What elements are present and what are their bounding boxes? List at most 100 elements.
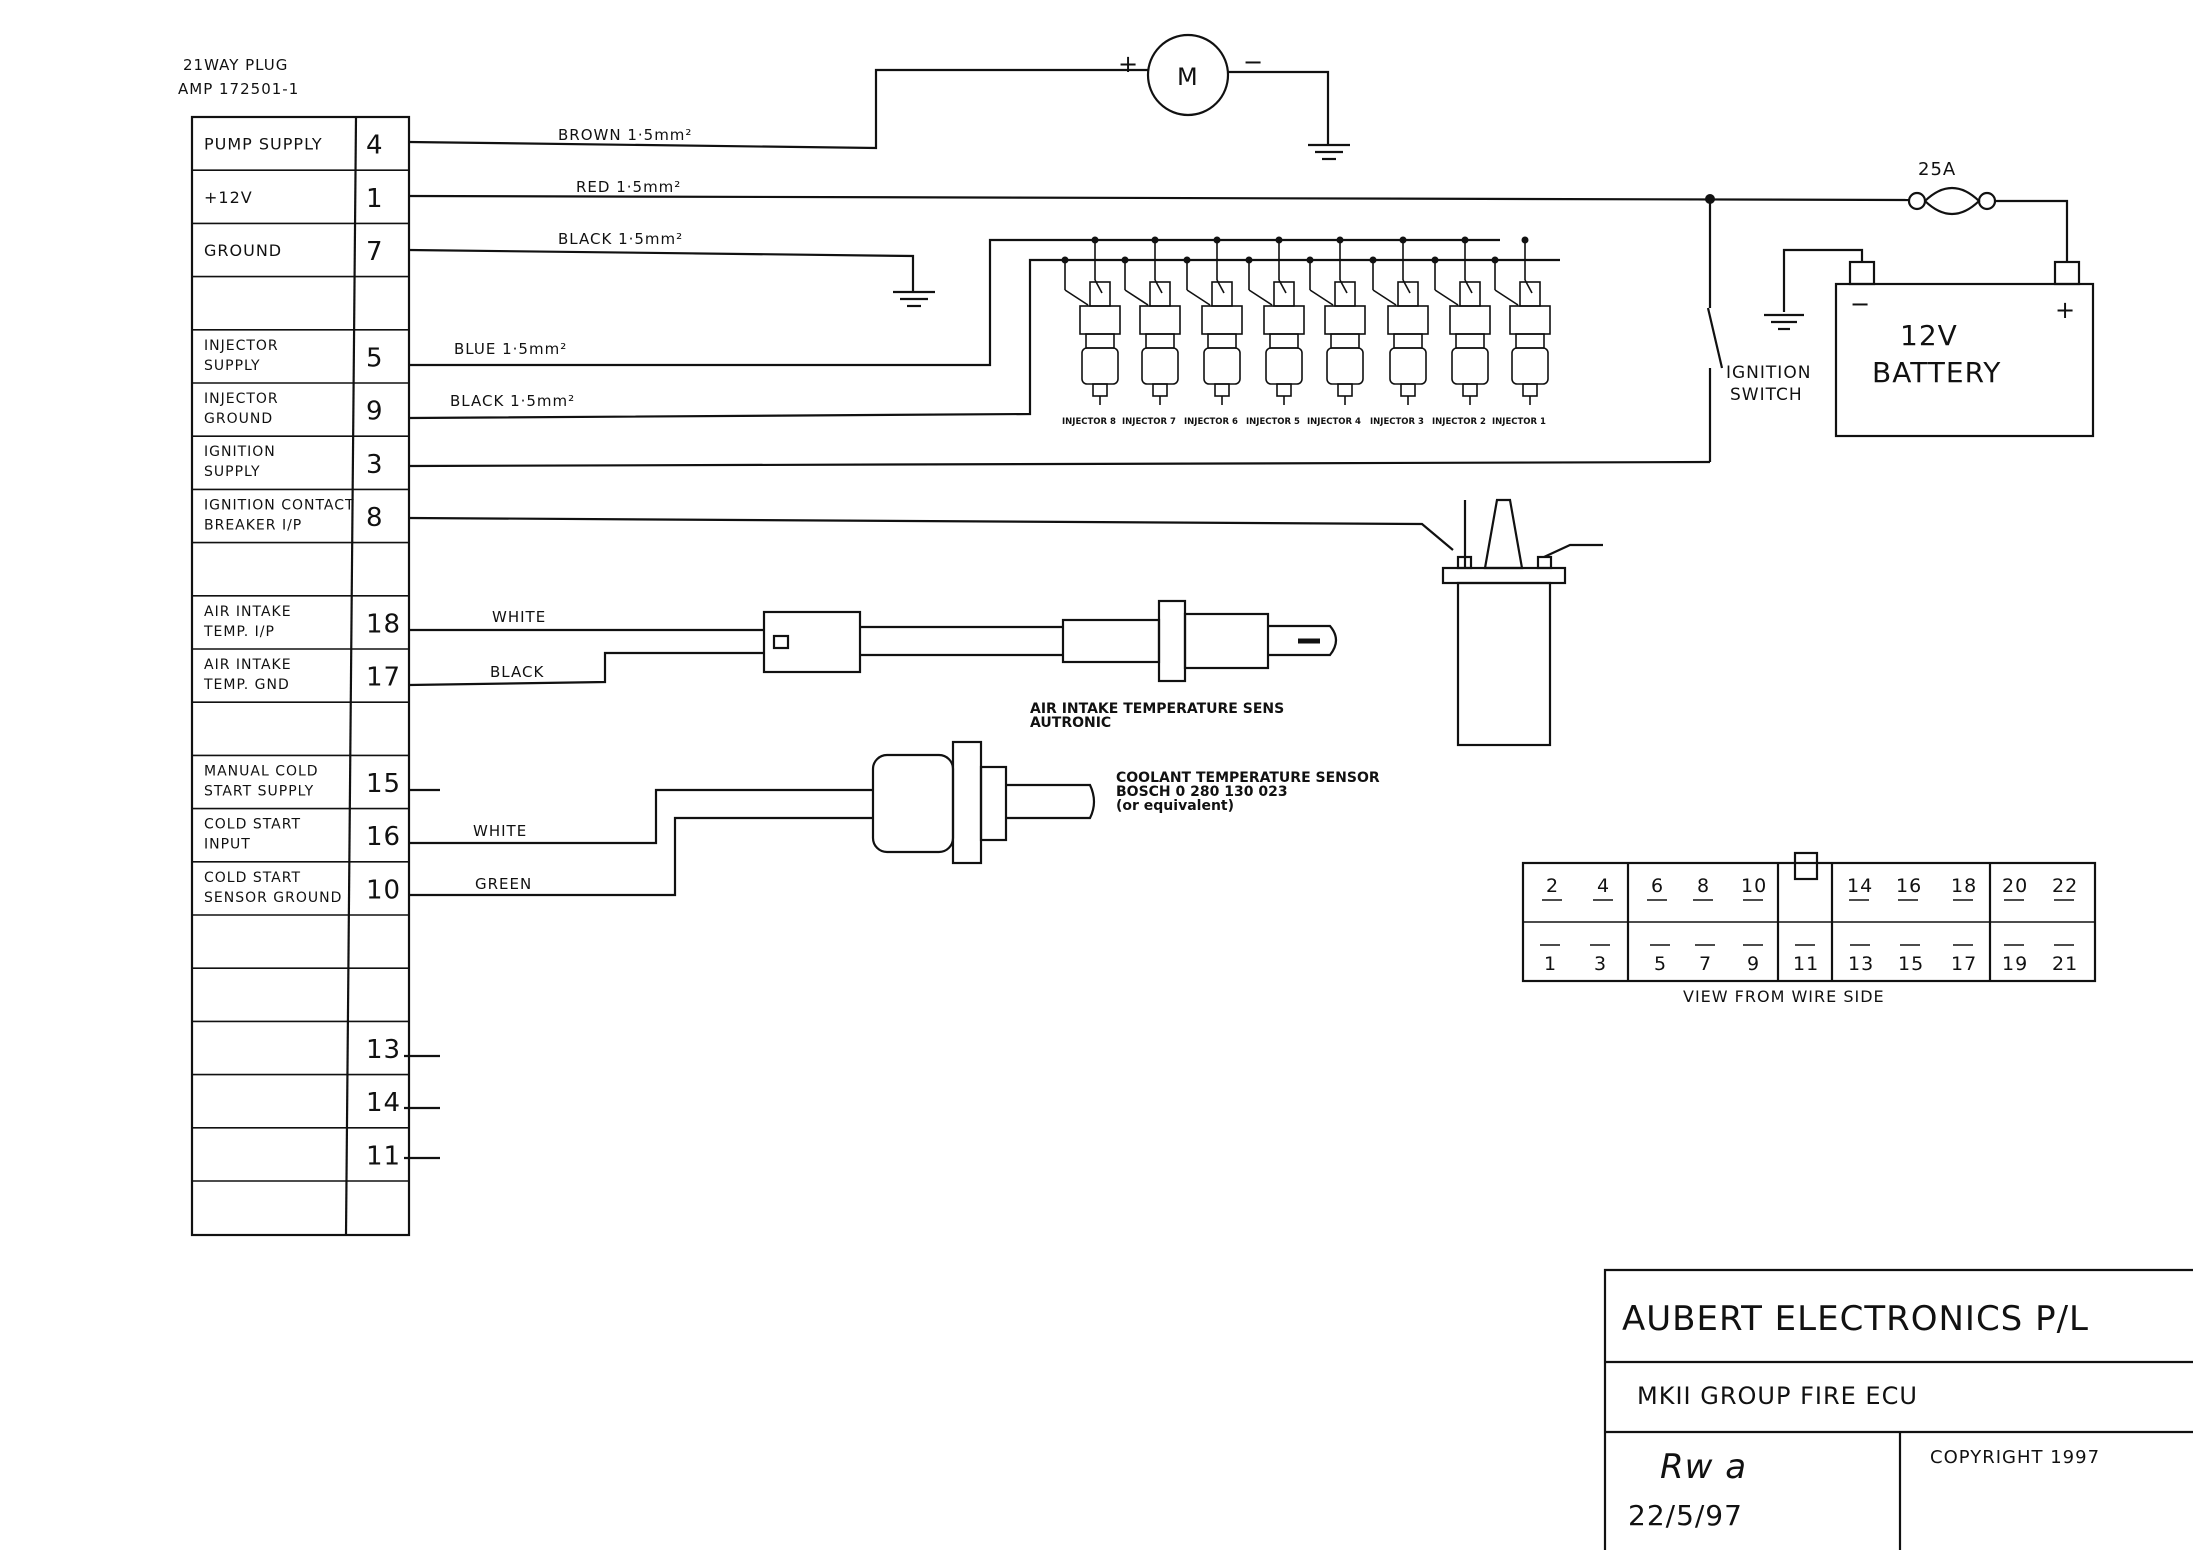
fuel-pump: M + −: [408, 33, 1350, 161]
injector-label: INJECTOR 3: [1370, 417, 1424, 427]
plug-row-label: TEMP. I/P: [203, 624, 275, 640]
wire-label-black-ground: BLACK 1·5mm²: [558, 230, 683, 248]
connector-pin: 8: [1697, 875, 1710, 897]
plug-table: PUMP SUPPLY+12VGROUNDINJECTORSUPPLYINJEC…: [190, 115, 411, 1237]
ground-icon: [1764, 313, 1804, 331]
pump-motor-symbol: M: [1177, 63, 1199, 91]
plug-pin-number: 16: [366, 822, 401, 852]
wire-label-blue: BLUE 1·5mm²: [454, 340, 567, 358]
injector-label: INJECTOR 8: [1062, 417, 1116, 427]
connector-pin: 21: [2052, 953, 2078, 975]
connector-pin: 6: [1651, 875, 1664, 897]
plug-pin-number: 3: [366, 450, 384, 480]
connector-pin: 10: [1741, 875, 1767, 897]
connector-pin: 7: [1699, 953, 1712, 975]
battery-voltage: 12V: [1900, 319, 1958, 352]
plug-pin-number: 8: [366, 503, 384, 533]
plug-row-label: SENSOR GROUND: [204, 890, 342, 906]
coolant-label-3: (or equivalent): [1116, 798, 1234, 814]
injector: INJECTOR 6: [1183, 236, 1243, 427]
plug-row-label: TEMP. GND: [203, 677, 290, 693]
wire-label-white-air: WHITE: [492, 608, 546, 626]
plug-pin-number: 13: [366, 1035, 401, 1065]
plug-row-label: MANUAL COLD: [204, 763, 319, 779]
coolant-label-2: BOSCH 0 280 130 023: [1116, 784, 1288, 800]
wire-label-white-cold: WHITE: [473, 822, 527, 840]
fuse-rating: 25A: [1918, 159, 1956, 180]
plug-pin-number: 15: [366, 769, 401, 799]
injector: INJECTOR 8: [1061, 236, 1121, 427]
plug-row-label: INPUT: [204, 837, 251, 853]
plug-row-label: INJECTOR: [204, 338, 279, 354]
battery: − + 12V BATTERY: [1764, 248, 2095, 438]
plug-row-label: IGNITION: [204, 444, 276, 460]
plug-pin-number: 9: [366, 397, 384, 427]
ignition-switch-label-2: SWITCH: [1730, 385, 1803, 405]
air-sensor-label-2: AUTRONIC: [1030, 715, 1111, 731]
plug-pin-number: 5: [366, 343, 384, 373]
plug-pin-number: 7: [366, 237, 384, 267]
wire-label-black-air: BLACK: [490, 663, 544, 681]
plug-row-label: IGNITION CONTACT: [204, 497, 355, 513]
wire-label-green-cold: GREEN: [475, 875, 532, 893]
injector-label: INJECTOR 2: [1432, 417, 1486, 427]
plug-row-label: START SUPPLY: [204, 783, 314, 799]
connector-pin: 2: [1546, 875, 1559, 897]
plug-row-label: SUPPLY: [204, 464, 261, 480]
plug-pin-number: 10: [366, 875, 401, 905]
connector-pin: 18: [1951, 875, 1977, 897]
wire-label-red: RED 1·5mm²: [576, 178, 681, 196]
signature: Rw a: [1660, 1447, 1747, 1487]
injector-label: INJECTOR 5: [1246, 417, 1300, 427]
connector-pin: 15: [1898, 953, 1924, 975]
fuse: 25A: [1907, 159, 1997, 215]
coolant-temp-sensor: COOLANT TEMPERATURE SENSOR BOSCH 0 280 1…: [409, 740, 1380, 897]
connector-pin: 5: [1654, 953, 1667, 975]
connector-pin: 16: [1896, 875, 1922, 897]
connector-pin: 22: [2052, 875, 2078, 897]
ground-icon: [893, 290, 935, 308]
connector-pin: 13: [1848, 953, 1874, 975]
connector-pin: 17: [1951, 953, 1977, 975]
plug-pin-number: 11: [366, 1141, 401, 1171]
plug-pin-number: 18: [366, 609, 401, 639]
plug-row-label: PUMP SUPPLY: [204, 135, 323, 154]
injector: INJECTOR 5: [1245, 236, 1305, 427]
connector-pin: 1: [1544, 953, 1557, 975]
ignition-switch: IGNITION SWITCH: [1706, 199, 1810, 462]
plug-row-label: SUPPLY: [204, 358, 261, 374]
battery-minus: −: [1850, 290, 1871, 318]
plug-pin-number: 4: [366, 131, 384, 161]
injector-label: INJECTOR 1: [1492, 417, 1546, 427]
plug-row-label: GROUND: [204, 411, 273, 427]
connector-pin: 20: [2002, 875, 2028, 897]
wire-label-black-injector: BLACK 1·5mm²: [450, 392, 575, 410]
injector: INJECTOR 4: [1306, 236, 1366, 427]
injector: INJECTOR 7: [1121, 236, 1181, 427]
connector-pin: 3: [1594, 953, 1607, 975]
battery-plus: +: [2055, 296, 2076, 324]
connector-view-caption: VIEW FROM WIRE SIDE: [1683, 987, 1885, 1006]
connector-pin: 9: [1747, 953, 1760, 975]
plug-part-number: AMP 172501-1: [178, 80, 299, 98]
plug-pin-number: 14: [366, 1088, 401, 1118]
battery-label: BATTERY: [1872, 356, 2001, 389]
plug-row-label: AIR INTAKE: [204, 657, 292, 673]
plug-row-label: INJECTOR: [204, 391, 279, 407]
connector-pin: 4: [1597, 875, 1610, 897]
plug-pin-number: 17: [366, 663, 401, 693]
injector: INJECTOR 1: [1491, 236, 1551, 427]
connector-pin: 11: [1793, 953, 1819, 975]
air-intake-temp-sensor: AIR INTAKE TEMPERATURE SENS AUTRONIC: [408, 599, 1338, 731]
injector-label: INJECTOR 4: [1307, 417, 1361, 427]
company-name: AUBERT ELECTRONICS P/L: [1622, 1299, 2089, 1339]
plug-row-label: COLD START: [204, 870, 301, 886]
injector: INJECTOR 2: [1431, 236, 1491, 427]
ignition-coil: [1441, 498, 1603, 747]
plug-title: 21WAY PLUG: [183, 56, 288, 74]
plug-pin-number: 1: [366, 184, 384, 214]
injector-label: INJECTOR 6: [1184, 417, 1238, 427]
